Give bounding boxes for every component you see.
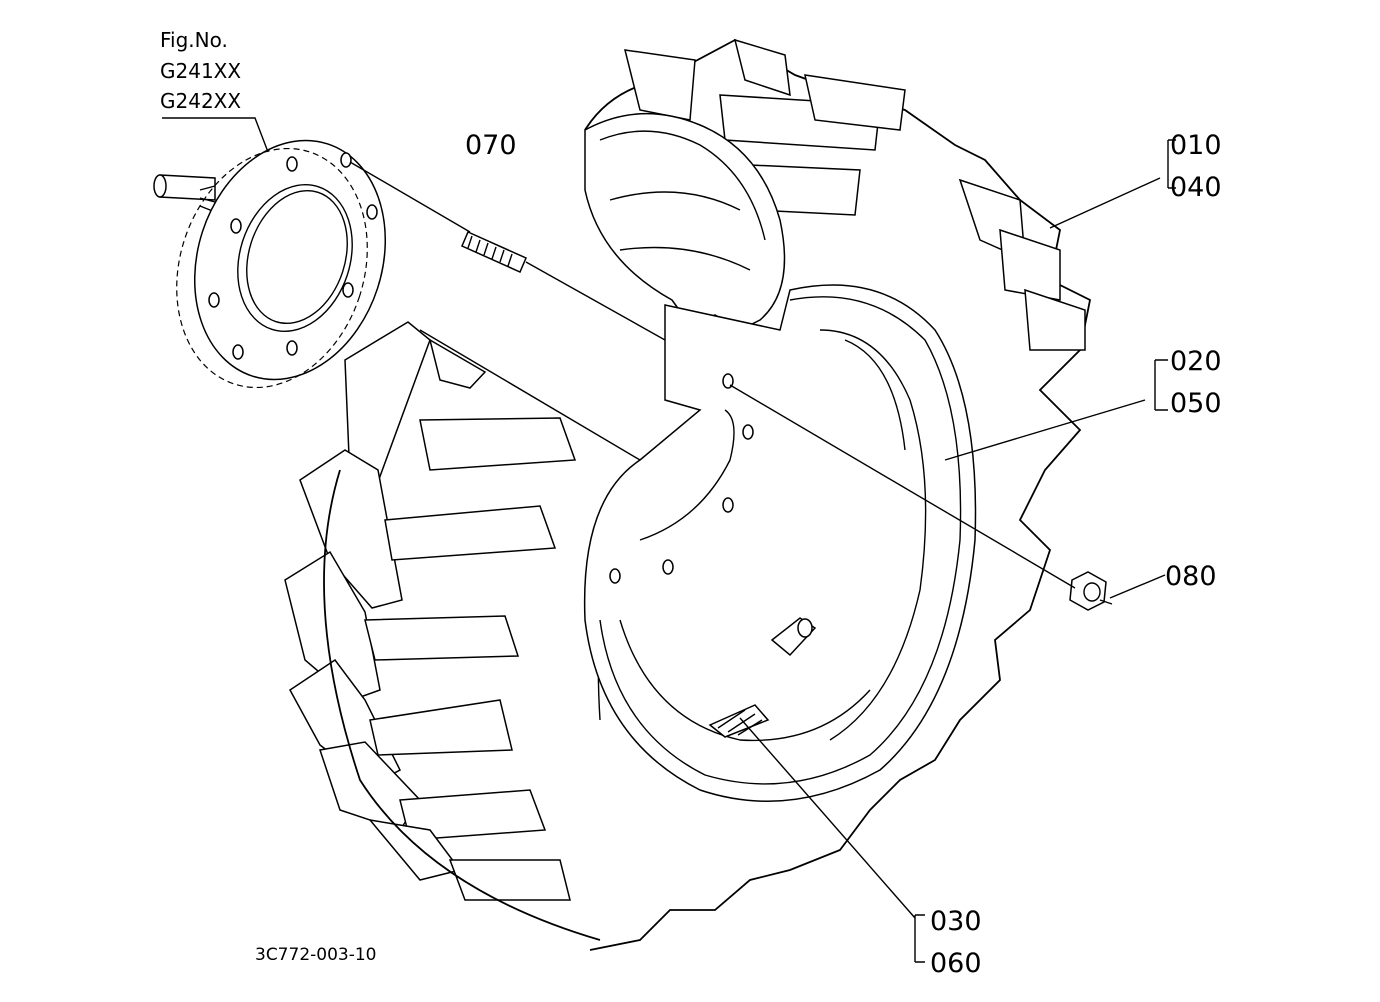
callout-050: 050: [1170, 388, 1222, 419]
callout-060: 060: [930, 948, 982, 979]
fig-code-2: G242XX: [160, 89, 241, 113]
wheel-rim: [583, 284, 977, 802]
drawing-code: 3C772-003-10: [255, 945, 376, 965]
fig-code-1: G241XX: [160, 59, 241, 83]
figure-info: Fig.No. G241XX G242XX 3C772-003-10: [160, 28, 376, 965]
leader-lines: [162, 117, 1176, 963]
callout-040: 040: [1170, 172, 1222, 203]
wheel-nut: [1069, 571, 1107, 611]
callout-020: 020: [1170, 346, 1222, 377]
callout-010: 010: [1170, 130, 1222, 161]
callout-080: 080: [1165, 561, 1217, 592]
callout-030: 030: [930, 906, 982, 937]
inner-tube: [584, 112, 786, 331]
callout-070: 070: [465, 130, 517, 161]
fig-no-label: Fig.No.: [160, 28, 228, 52]
axle-hub-flange: [153, 139, 387, 389]
stud-bolt: [461, 231, 527, 273]
tire-body-right: [584, 38, 1092, 951]
tire-lugs-left: [284, 321, 641, 941]
callout-labels: 070 010 040 020 050 080 030 060: [465, 130, 1222, 979]
